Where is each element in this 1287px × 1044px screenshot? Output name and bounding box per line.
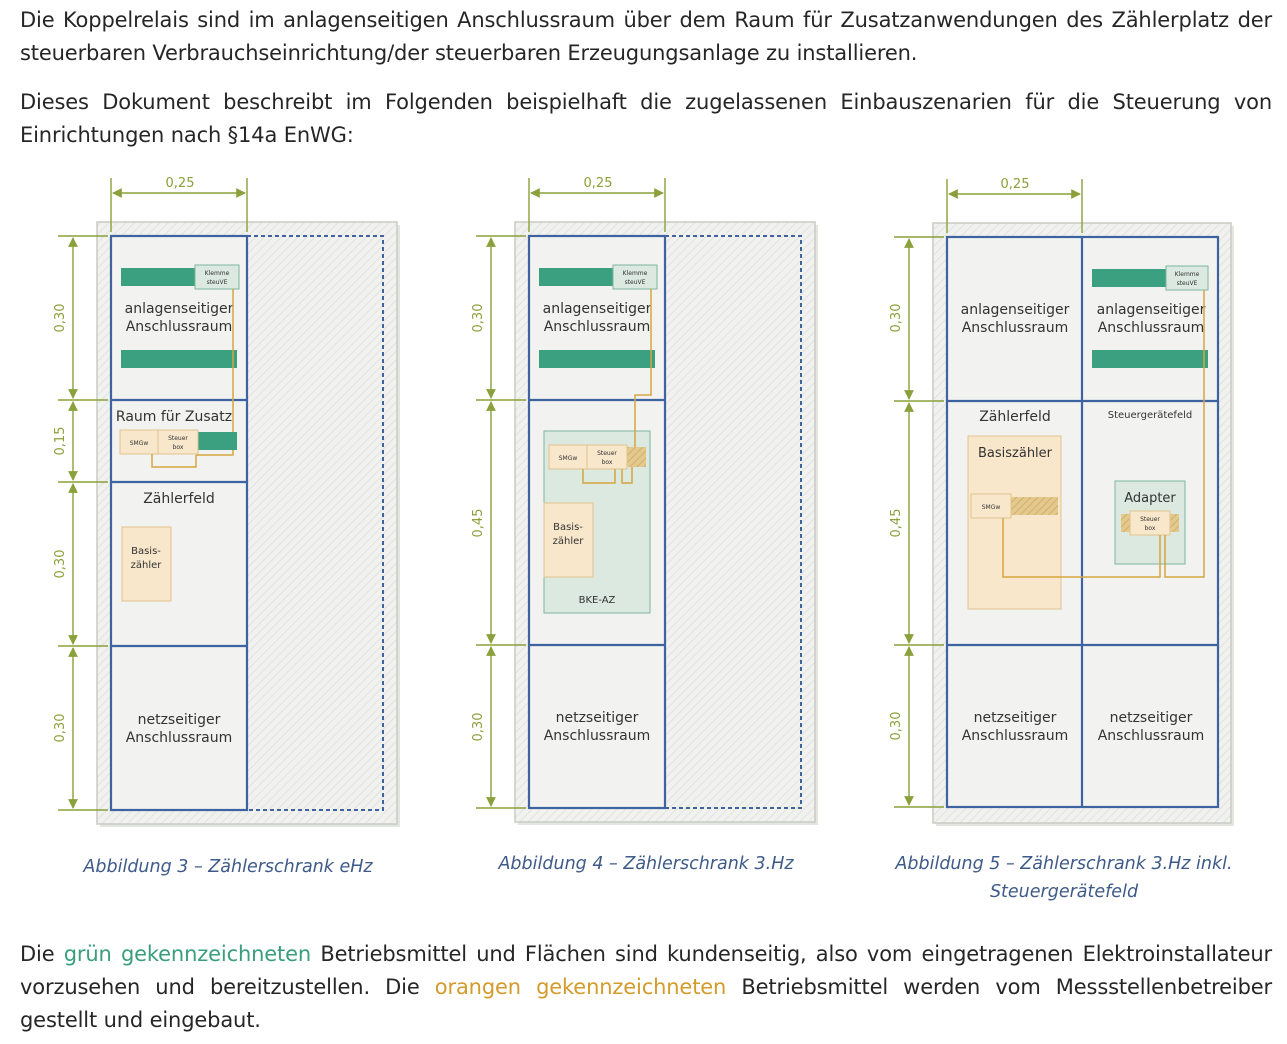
dimension-label: 0,30	[53, 304, 68, 333]
smgw-label: SMGw	[559, 455, 578, 462]
netz-label: netzseitiger	[556, 710, 639, 726]
dimension-label: 0,25	[166, 176, 195, 191]
klemme-label: steuVE	[625, 279, 646, 286]
netz-label: Anschlussraum	[544, 728, 651, 744]
klemme-label: steuVE	[1177, 280, 1198, 287]
netz-label: netzseitiger	[138, 712, 221, 728]
steuerbox-label: box	[602, 459, 613, 466]
klemme-label: Klemme	[205, 270, 230, 277]
netz-label: Anschlussraum	[962, 728, 1069, 744]
zusatz-label: Raum für Zusatz	[116, 409, 232, 425]
smgw-label: SMGw	[982, 504, 1001, 511]
anlagen-label: anlagenseitiger	[125, 301, 234, 317]
steuerbox-label: Steuer	[1140, 516, 1160, 523]
anlagen-label: anlagenseitiger	[1097, 302, 1206, 318]
figure-5-caption-line2: Steuergerätefeld	[989, 882, 1139, 902]
steuerbox-label: box	[1145, 525, 1156, 532]
green-highlight: grün gekennzeichneten	[63, 942, 312, 966]
netz-label: Anschlussraum	[126, 730, 233, 746]
figure-3-cabinet: Klemme steuVE anlagenseitiger Anschlussr…	[53, 176, 400, 827]
steuerbox-label: box	[173, 444, 184, 451]
figure-4-caption: Abbildung 4 – Zählerschrank 3.Hz	[498, 854, 794, 874]
p3-text: Betriebsmittel werden vom Messstellenbet…	[20, 975, 1273, 1032]
anlagen-label: anlagenseitiger	[543, 301, 652, 317]
dimension-label: 0,25	[1001, 177, 1030, 192]
figure-4-cabinet: Klemme steuVE anlagenseitiger Anschlussr…	[471, 176, 818, 825]
scenario-paragraph: Dieses Dokument beschreibt im Folgenden …	[20, 90, 1272, 147]
zaehlerfeld-label: Zählerfeld	[979, 409, 1051, 425]
anlagen-label: Anschlussraum	[126, 319, 233, 335]
adapter-label: Adapter	[1124, 491, 1176, 506]
p3-text: Betriebsmittel und Flächen sind kundense…	[20, 942, 1272, 999]
klemme-label: Klemme	[623, 270, 648, 277]
figure-5-caption: Abbildung 5 – Zählerschrank 3.Hz inkl. S…	[862, 850, 1266, 906]
bke-label: BKE-AZ	[579, 595, 616, 606]
dimension-label: 0,30	[53, 550, 68, 579]
zaehlerfeld-label: Zählerfeld	[143, 491, 215, 507]
responsibility-paragraph: Die grün gekennzeichneten Betriebsmittel…	[20, 938, 1272, 1037]
p3-text: Die	[20, 942, 64, 966]
anlagen-label: anlagenseitiger	[961, 302, 1070, 318]
anlagen-label: Anschlussraum	[1098, 320, 1205, 336]
dimension-label: 0,30	[53, 714, 68, 743]
dimension-label: 0,45	[889, 509, 904, 538]
dimension-label: 0,30	[471, 713, 486, 742]
dimension-label: 0,15	[53, 427, 68, 456]
basiszaehler-label: zähler	[553, 536, 585, 547]
intro-paragraph: Die Koppelrelais sind im anlagenseitigen…	[20, 8, 1272, 65]
netz-label: Anschlussraum	[1098, 728, 1205, 744]
dimension-label: 0,30	[471, 304, 486, 333]
anlagen-label: Anschlussraum	[544, 319, 651, 335]
steuergeraetefeld-label: Steuergerätefeld	[1108, 410, 1192, 421]
steuerbox-label: Steuer	[168, 435, 188, 442]
smgw-label: SMGw	[130, 440, 149, 447]
klemme-label: steuVE	[207, 279, 228, 286]
netz-label: netzseitiger	[1110, 710, 1193, 726]
klemme-label: Klemme	[1175, 271, 1200, 278]
dimension-label: 0,30	[889, 304, 904, 333]
figure-3-caption: Abbildung 3 – Zählerschrank eHz	[83, 857, 373, 877]
dimension-label: 0,45	[471, 509, 486, 538]
dimension-label: 0,25	[584, 176, 613, 191]
basiszaehler-label: Basis-	[131, 546, 161, 557]
dimension-label: 0,30	[889, 712, 904, 741]
basiszaehler-label: Basiszähler	[978, 446, 1053, 461]
basiszaehler-label: Basis-	[553, 522, 583, 533]
orange-highlight: orangen gekennzeichneten	[434, 975, 727, 999]
basiszaehler-label: zähler	[131, 560, 163, 571]
figure-5-caption-line1: Abbildung 5 – Zählerschrank 3.Hz inkl.	[895, 854, 1233, 874]
figure-5-cabinet: anlagenseitiger Anschlussraum Klemme ste…	[889, 177, 1234, 826]
steuerbox-label: Steuer	[597, 450, 617, 457]
anlagen-label: Anschlussraum	[962, 320, 1069, 336]
netz-label: netzseitiger	[974, 710, 1057, 726]
